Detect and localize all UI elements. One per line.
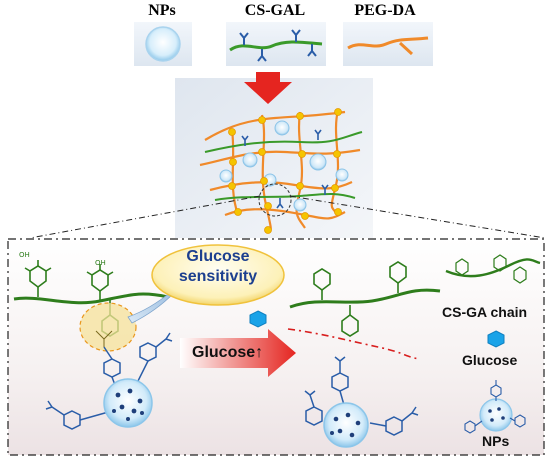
legend-graphics (134, 22, 433, 66)
svg-text:OH: OH (95, 259, 106, 267)
pegda-title: PEG-DA (354, 2, 416, 19)
nps-title: NPs (148, 2, 176, 19)
key-chain-label: CS-GA chain (442, 304, 528, 320)
zoom-line-right (289, 195, 546, 239)
left-chain (13, 292, 169, 305)
left-catechol-2 (86, 264, 114, 301)
glucose-hexagon-icon (249, 310, 267, 328)
left-np-cargo (112, 388, 144, 421)
left-nanoparticle (103, 378, 153, 428)
glucose-arrow-text: Glucose (192, 344, 256, 361)
glucose-arrow (180, 329, 296, 377)
down-arrow-icon (244, 72, 292, 104)
glucose-arrow-label: Glucose↑ (192, 344, 263, 362)
right-boronic-groups (304, 356, 419, 436)
right-np-cargo (330, 412, 361, 438)
crosslink-nodes (228, 108, 342, 234)
right-nanoparticle (323, 402, 369, 448)
left-boronic-groups (45, 332, 173, 430)
nanoparticle-icon (145, 26, 181, 62)
bubble-label-line1: Glucose (186, 248, 250, 265)
increase-arrow-symbol: ↑ (255, 344, 264, 361)
boronic-branch-icons (239, 29, 317, 62)
bubble-label-line2: sensitivity (178, 268, 258, 285)
key-glucose-label: Glucose (462, 352, 518, 368)
peg-chain-icon (347, 36, 429, 50)
mechanism-panel: OH OH (7, 238, 545, 456)
csgal-title: CS-GAL (244, 2, 306, 19)
network-branches (241, 129, 329, 209)
zoom-circle (258, 183, 292, 217)
key-nps-label: NPs (482, 433, 510, 449)
svg-text:OH: OH (19, 251, 30, 259)
left-catechol-1 (24, 260, 52, 297)
cs-chain-icon (229, 40, 323, 52)
glucose-sensitivity-bubble (151, 244, 285, 306)
key-np-icon (464, 380, 526, 434)
right-catechols (313, 261, 407, 337)
boronate-ester-highlight (79, 302, 137, 352)
right-chain (289, 288, 441, 309)
release-line (287, 328, 421, 360)
cs-network (204, 131, 363, 201)
key-glucose-icon (487, 330, 505, 348)
hydrogel-graphic (29, 72, 546, 239)
key-chain-icon (445, 258, 541, 278)
